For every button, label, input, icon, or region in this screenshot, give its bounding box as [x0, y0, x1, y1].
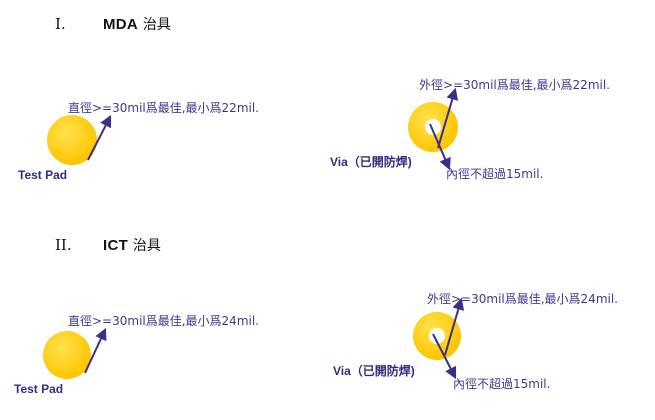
section-number: II. [55, 236, 72, 254]
mda-via-label: Via（已開防焊) [330, 155, 412, 169]
mda-via-inner-note: 內徑不超過15mil. [446, 167, 544, 181]
mda-test-pad [47, 114, 112, 165]
section-heading-mda: I. MDA 治具 [55, 14, 171, 34]
mda-via-outer-note: 外徑>=30mil爲最佳,最小爲22mil. [419, 78, 610, 92]
section-suffix: 治具 [142, 17, 171, 33]
ict-via-outer-note: 外徑>=30mil爲最佳,最小爲24mil. [427, 292, 618, 306]
test-pad-circle [43, 331, 91, 379]
via-inner-hole [425, 119, 441, 135]
diameter-arrow [87, 114, 112, 161]
section-title: ICT [103, 237, 129, 254]
section-number: I. [55, 15, 66, 33]
section-title: MDA [103, 16, 139, 33]
ict-test-pad [43, 327, 107, 379]
mda-test-pad-label: Test Pad [18, 168, 68, 182]
inner-diameter-arrow [429, 123, 451, 171]
ict-test-pad-note: 直徑>=30mil爲最佳,最小爲24mil. [68, 314, 259, 328]
section-heading-ict: II. ICT 治具 [55, 235, 161, 255]
test-pad-circle [47, 115, 97, 165]
section-suffix: 治具 [132, 238, 161, 254]
outer-diameter-arrow [444, 297, 465, 356]
mda-test-pad-note: 直徑>=30mil爲最佳,最小爲22mil. [68, 101, 259, 115]
outer-diameter-arrow [437, 87, 459, 149]
via-inner-hole [429, 328, 445, 344]
inner-diameter-arrow [432, 333, 457, 380]
mda-via [408, 87, 459, 171]
diameter-arrow [84, 327, 107, 374]
ict-test-pad-label: Test Pad [14, 382, 64, 396]
ict-via [413, 297, 465, 380]
ict-via-label: Via（已開防焊) [333, 364, 415, 378]
ict-via-inner-note: 內徑不超過15mil. [453, 377, 551, 391]
